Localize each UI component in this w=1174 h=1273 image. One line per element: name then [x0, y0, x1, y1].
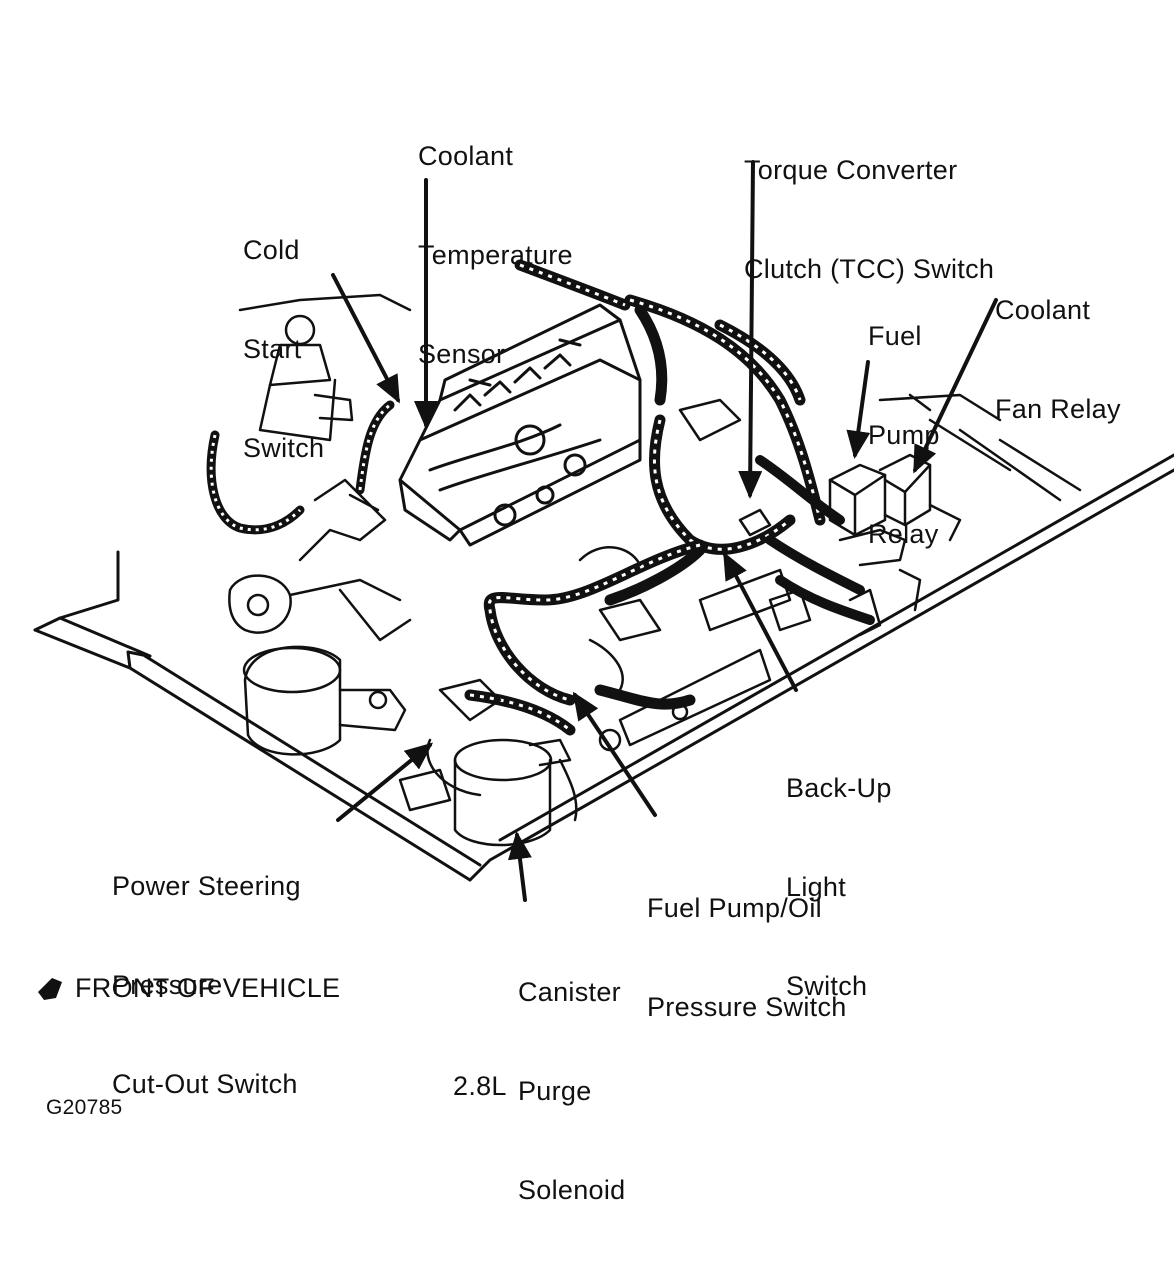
- top-harness-texture: [519, 263, 822, 551]
- label-line: Pump: [868, 420, 940, 450]
- power-steering-area: [398, 678, 578, 847]
- label-canister-purge-solenoid: Canister Purge Solenoid: [518, 910, 626, 1273]
- label-line: Back-Up: [786, 773, 892, 803]
- engine-displacement-label: 2.8L: [453, 1071, 507, 1101]
- lower-harness-texture: [469, 543, 701, 732]
- label-line: Relay: [868, 519, 939, 549]
- transmission-area: [578, 398, 812, 752]
- engine-compartment-drawing: [33, 160, 1174, 1000]
- diagram-stage: Coolant Temperature Sensor Torque Conver…: [33, 74, 1174, 1205]
- arrow-fuel-pump-relay: [846, 360, 871, 459]
- label-power-steering-pressure-cut-out-switch: Power Steering Pressure Cut-Out Switch: [112, 804, 301, 1167]
- label-coolant-temperature-sensor: Coolant Temperature Sensor: [418, 74, 573, 437]
- label-line: Clutch (TCC) Switch: [744, 254, 995, 284]
- left-harness-outline: [209, 403, 391, 532]
- label-line: Switch: [786, 971, 868, 1001]
- label-line: Light: [786, 872, 847, 902]
- label-line: Fuel Pump/Oil: [647, 893, 822, 923]
- label-line: Fuel: [868, 321, 922, 351]
- label-line: Start: [243, 334, 302, 364]
- label-cold-start-switch: Cold Start Switch: [243, 168, 324, 531]
- label-coolant-fan-relay: Coolant Fan Relay: [995, 228, 1121, 492]
- label-line: Coolant: [418, 141, 514, 171]
- arrow-back-up-light-switch: [723, 551, 798, 692]
- legend-front-of-vehicle: FRONT OF VEHICLE: [75, 973, 341, 1003]
- label-line: Sensor: [418, 339, 506, 369]
- label-line: Solenoid: [518, 1175, 626, 1205]
- relay-cluster: [828, 453, 962, 637]
- label-torque-converter-clutch-switch: Torque Converter Clutch (TCC) Switch: [744, 88, 994, 352]
- leader-lines: [331, 160, 998, 902]
- label-fuel-pump-relay: Fuel Pump Relay: [868, 254, 940, 617]
- arrow-canister-purge: [508, 831, 532, 902]
- label-back-up-light-switch: Back-Up Light Switch: [786, 706, 892, 1069]
- lower-harness: [464, 539, 706, 736]
- right-structure: [878, 393, 1082, 502]
- label-line: Pressure: [112, 970, 223, 1000]
- label-line: Canister: [518, 977, 621, 1007]
- arrow-tcc-switch: [738, 160, 763, 499]
- label-line: Coolant: [995, 295, 1091, 325]
- label-line: Pressure Switch: [647, 992, 847, 1022]
- arrow-coolant-fan-relay: [913, 298, 998, 474]
- figure-id: G20785: [46, 1096, 123, 1119]
- label-line: Power Steering: [112, 871, 301, 901]
- label-line: Switch: [243, 433, 325, 463]
- arrow-power-steering-switch: [336, 742, 434, 822]
- label-line: Purge: [518, 1076, 592, 1106]
- left-accessories: [228, 293, 412, 756]
- left-fender: [33, 453, 1174, 882]
- label-line: Temperature: [418, 240, 573, 270]
- arrow-cold-start-switch: [331, 273, 400, 404]
- label-line: Cold: [243, 235, 300, 265]
- front-of-vehicle-arrow-icon: [38, 978, 62, 1000]
- label-line: Torque Converter: [744, 155, 958, 185]
- label-fuel-pump-oil-pressure-switch: Fuel Pump/Oil Pressure Switch: [647, 826, 847, 1090]
- label-line: Fan Relay: [995, 394, 1121, 424]
- arrow-fuel-pump-oil-switch: [572, 691, 657, 817]
- label-line: Cut-Out Switch: [112, 1069, 298, 1099]
